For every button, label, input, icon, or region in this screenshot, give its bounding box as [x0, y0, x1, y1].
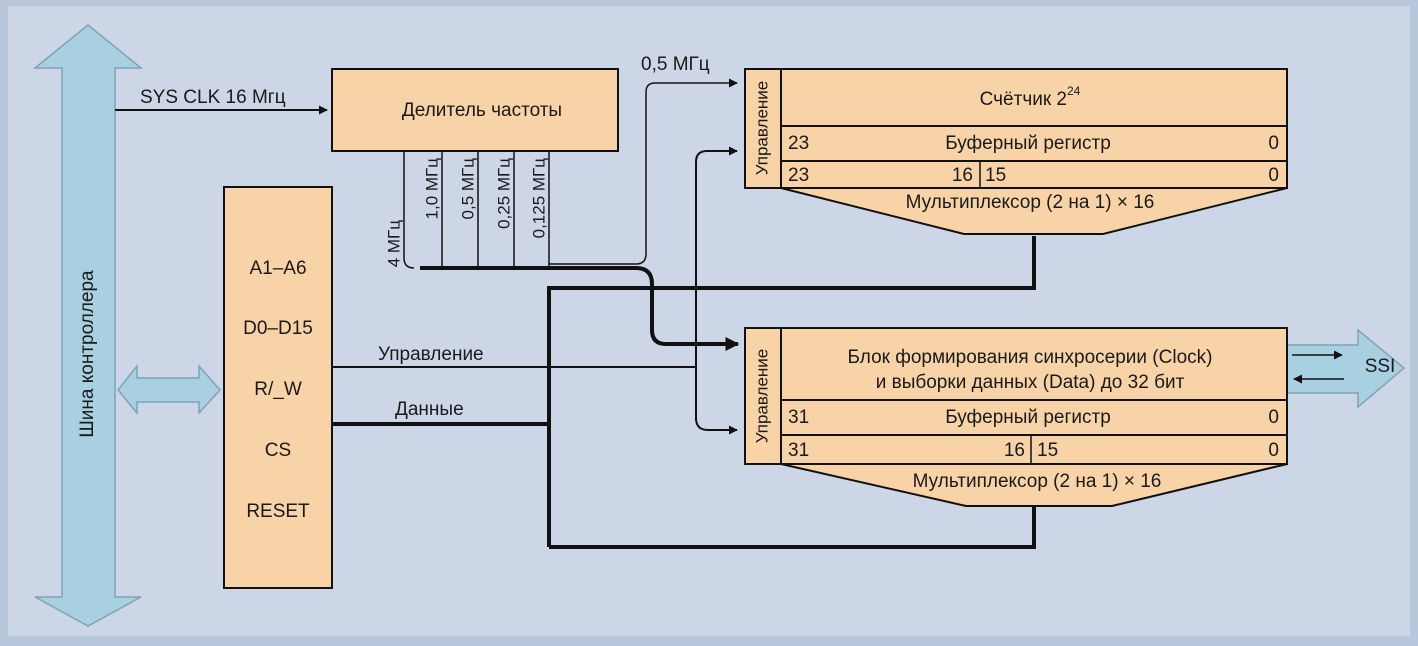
ssi-mux-right: 0 — [1268, 440, 1279, 461]
ssi-buffer-left: 31 — [788, 407, 809, 428]
ssi-title-line1: Блок формирования синхросерии (Clock) — [848, 347, 1213, 368]
ssi-output: SSI — [1286, 328, 1406, 409]
divider-outputs — [403, 151, 550, 269]
counter-title: Счётчик 224 — [980, 84, 1081, 110]
counter-mux-right: 0 — [1268, 165, 1279, 186]
data-label: Данные — [395, 399, 464, 420]
counter-mux-mid-left: 16 — [952, 165, 973, 186]
output-label-1mhz: 1,0 МГц — [422, 158, 441, 220]
output-label-025mhz: 0,25 МГц — [494, 158, 513, 229]
pin-reset: RESET — [246, 501, 310, 522]
pin-address: A1–A6 — [249, 258, 306, 279]
counter-buffer-right: 0 — [1268, 133, 1279, 154]
data-bus-lines — [332, 236, 1036, 549]
divider-output-labels: 4 МГц 1,0 МГц 0,5 МГц 0,25 МГц 0,125 МГц — [384, 158, 548, 268]
pin-rw: R/_W — [254, 379, 302, 400]
divider-title: Делитель частоты — [402, 100, 562, 121]
interface-block — [223, 186, 333, 589]
counter-buffer-name: Буферный регистр — [945, 133, 1111, 154]
control-to-counter — [695, 146, 738, 420]
control-to-ssi — [695, 417, 738, 435]
output-label-4mhz: 4 МГц — [384, 220, 403, 268]
counter-mux-left: 23 — [788, 165, 809, 186]
ssi-mux-mid-right: 15 — [1037, 440, 1058, 461]
ssi-mux-label: Мультиплексор (2 на 1) × 16 — [913, 471, 1162, 492]
output-label-0125mhz: 0,125 МГц — [529, 158, 548, 239]
interface-pins: A1–A6 D0–D15 R/_W CS RESET — [243, 258, 313, 522]
bus-label: Шина контроллера — [77, 270, 98, 438]
ssi-title-line2: и выборки данных (Data) до 32 бит — [876, 372, 1185, 393]
counter-side-label: Управление — [752, 81, 771, 176]
ssi-mux-left: 31 — [788, 440, 809, 461]
ssi-side-label: Управление — [752, 349, 771, 444]
pin-data: D0–D15 — [243, 318, 313, 339]
controller-bus: Шина контроллера — [32, 24, 144, 627]
ssi-formation-block: Управление Блок формирования синхросерии… — [744, 327, 1288, 507]
counter-mux-mid-right: 15 — [985, 165, 1006, 186]
bus-interface-arrow — [117, 363, 222, 416]
half-mhz-line — [549, 78, 738, 265]
counter-multiplexer — [780, 187, 1288, 235]
frequency-divider-block — [331, 68, 619, 152]
control-label: Управление — [378, 344, 484, 365]
ssi-buffer-right: 0 — [1268, 407, 1279, 428]
ssi-multiplexer — [780, 463, 1288, 507]
sys-clk-label: SYS CLK 16 Мгц — [140, 87, 286, 108]
ssi-buffer-name: Буферный регистр — [945, 407, 1111, 428]
counter-buffer-left: 23 — [788, 133, 809, 154]
counter-block: Управление Счётчик 224 23 Буферный регис… — [744, 68, 1288, 235]
ssi-mux-mid-left: 16 — [1004, 440, 1025, 461]
counter-mux-label: Мультиплексор (2 на 1) × 16 — [906, 192, 1155, 213]
output-label-05mhz: 0,5 МГц — [458, 158, 477, 220]
pin-cs: CS — [265, 440, 291, 461]
divider-to-ssi-line — [420, 266, 740, 351]
ssi-label: SSI — [1365, 356, 1396, 377]
half-mhz-label: 0,5 МГц — [641, 54, 710, 75]
